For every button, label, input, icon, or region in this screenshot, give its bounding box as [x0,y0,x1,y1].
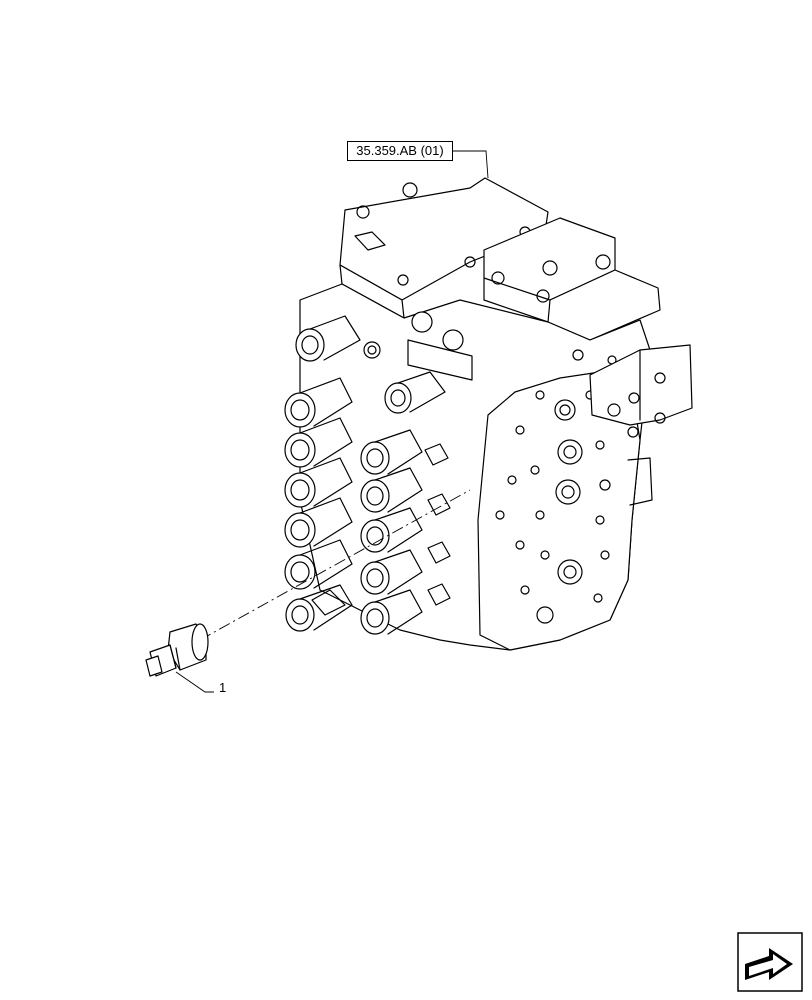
next-page-arrow-icon[interactable] [737,932,803,992]
assembly-center-line [199,489,471,641]
callout-number-1: 1 [219,680,227,695]
part-1-relief-valve [145,623,209,677]
reference-label[interactable]: 35.359.AB (01) [347,141,453,161]
side-plate-holes [495,349,617,624]
spool-caps-column-outer [284,315,361,632]
control-valve-assembly [299,177,693,651]
reference-leader-line [453,150,489,179]
spool-caps-column-inner [311,371,451,635]
callout-leader-1 [175,671,214,693]
